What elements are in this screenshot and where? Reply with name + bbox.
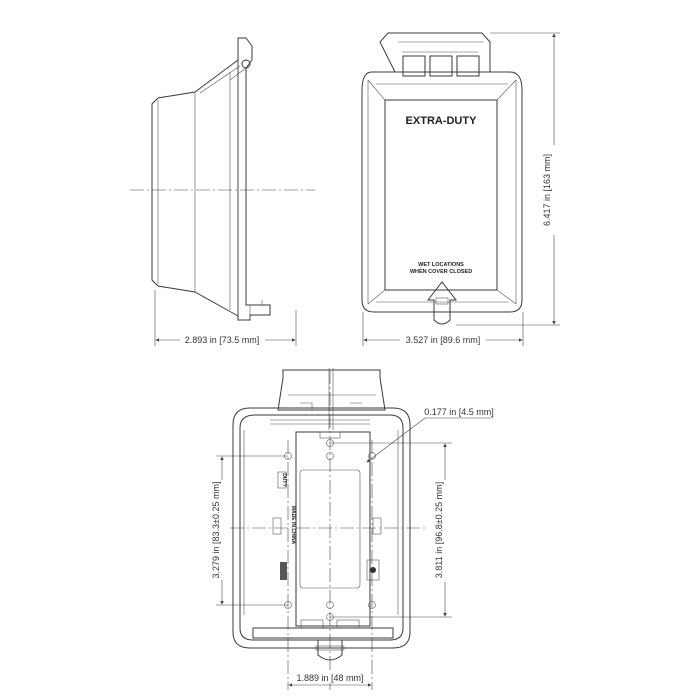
horizontal-hole-spacing-dimension: 1.889 in [48 mm] bbox=[288, 672, 372, 687]
horizontal-hole-spacing-label: 1.889 in [48 mm] bbox=[296, 673, 363, 683]
notice-line1: WET LOCATIONS bbox=[418, 262, 464, 268]
hole-diameter-dimension: 0.177 in [4.5 mm] bbox=[366, 407, 494, 463]
side-width-dimension: 2.893 in [73.5 mm] bbox=[154, 290, 297, 346]
front-width-dimension: 3.527 in [89.6 mm] bbox=[362, 312, 524, 346]
outer-hole-spacing-label: 3.811 in [96.8±0.25 mm] bbox=[434, 482, 444, 578]
embossed-origin: MADE IN CHINA bbox=[290, 506, 296, 545]
inner-hole-spacing-dimension: 3.279 in [83.3±0.25 mm] bbox=[210, 455, 288, 606]
outer-hole-spacing-dimension: 3.811 in [96.8±0.25 mm] bbox=[330, 442, 452, 618]
front-width-label: 3.527 in [89.6 mm] bbox=[406, 335, 481, 345]
hole-diameter-label: 0.177 in [4.5 mm] bbox=[424, 407, 494, 417]
back-view: DUTY MADE IN CHINA bbox=[230, 368, 425, 690]
centerlines bbox=[230, 370, 425, 690]
embossed-duty: DUTY bbox=[281, 473, 287, 487]
front-view: EXTRA-DUTY WET LOCATIONS WHEN COVER CLOS… bbox=[361, 32, 523, 325]
front-height-label: 6.417 in [163 mm] bbox=[542, 154, 552, 226]
front-height-dimension: 6.417 in [163 mm] bbox=[456, 32, 560, 326]
side-view bbox=[130, 37, 315, 321]
side-width-label: 2.893 in [73.5 mm] bbox=[185, 335, 260, 345]
cover-label: EXTRA-DUTY bbox=[406, 115, 478, 127]
notice-line2: WHEN COVER CLOSED bbox=[410, 269, 472, 275]
inner-hole-spacing-label: 3.279 in [83.3±0.25 mm] bbox=[211, 482, 221, 579]
